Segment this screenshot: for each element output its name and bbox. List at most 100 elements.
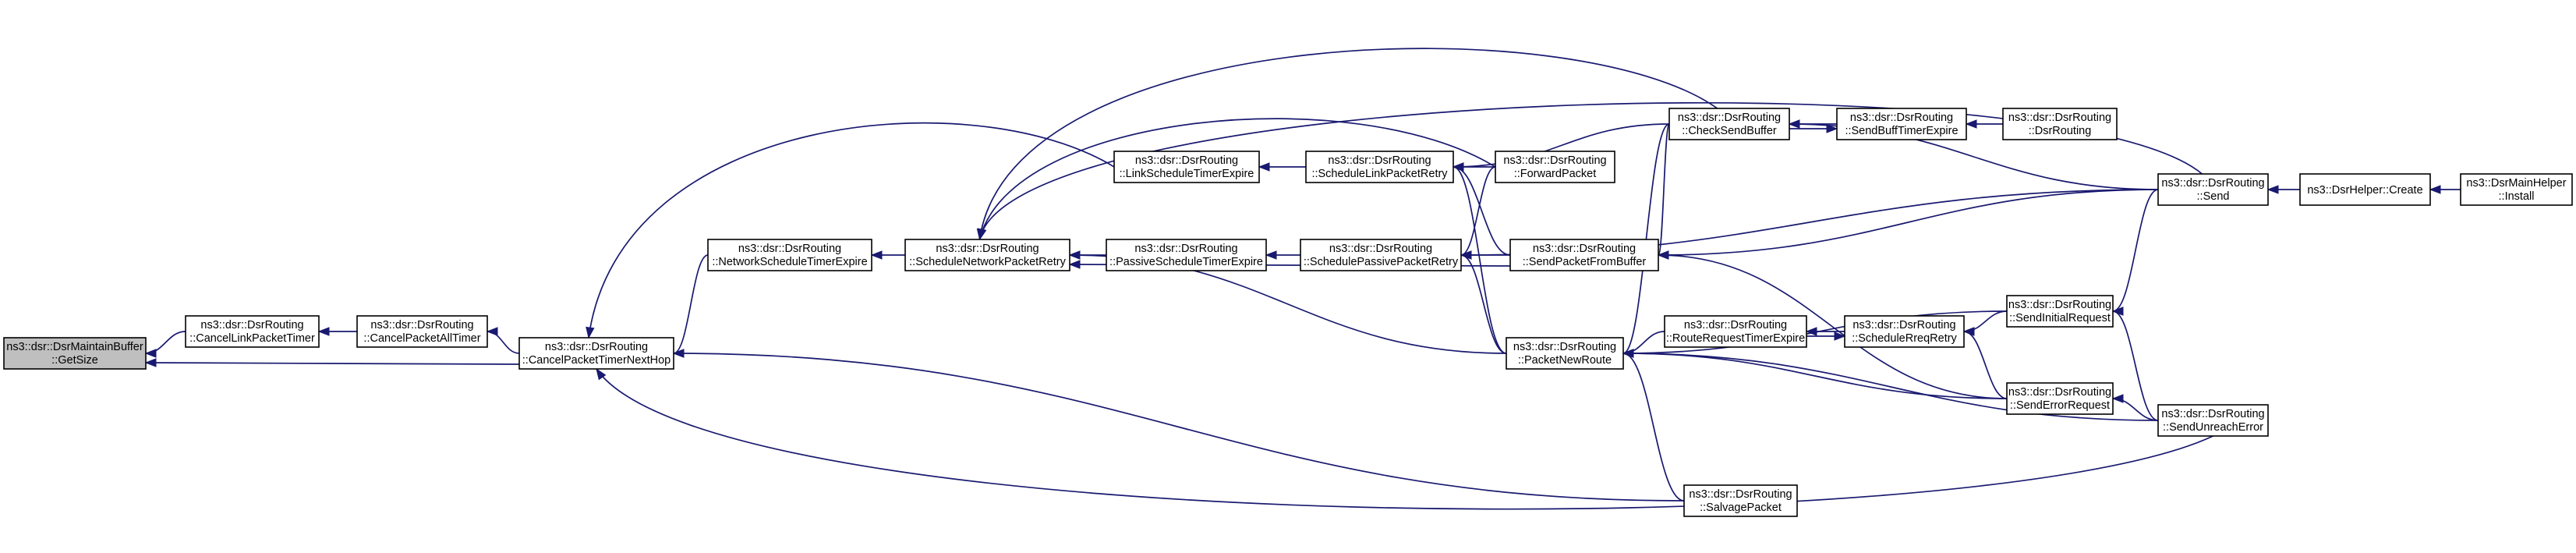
node-label: ::PassiveScheduleTimerExpire — [1109, 256, 1263, 268]
node-box — [2157, 173, 2269, 206]
node-label: ns3::dsr::DsrRouting — [738, 243, 841, 255]
node-box — [1683, 484, 1798, 517]
edge-salvagepacket-to-cancelnexthop — [672, 349, 1685, 502]
node-label: ns3::dsr::DsrRouting — [545, 341, 648, 353]
node-label: ns3::dsr::DsrRouting — [936, 243, 1039, 255]
node-box — [1300, 239, 1462, 271]
node-checksendbuffer[interactable]: ns3::dsr::DsrRouting::CheckSendBuffer — [1668, 108, 1790, 140]
node-netschedexpire[interactable]: ns3::dsr::DsrRouting::NetworkScheduleTim… — [707, 239, 872, 271]
node-passschedexpire[interactable]: ns3::dsr::DsrRouting::PassiveScheduleTim… — [1106, 239, 1267, 271]
node-box — [707, 239, 872, 271]
node-label: ns3::dsr::DsrRouting — [2008, 386, 2111, 399]
node-linkschedexpire[interactable]: ns3::dsr::DsrRouting::LinkScheduleTimerE… — [1113, 151, 1260, 183]
edge-checksendbuffer-to-schednetretry — [976, 48, 1718, 241]
node-label: ::CancelPacketAllTimer — [363, 332, 480, 345]
node-label: ns3::dsr::DsrRouting — [370, 319, 473, 331]
node-label: ns3::dsr::DsrRouting — [1689, 488, 1792, 501]
node-label: ns3::dsr::DsrRouting — [1503, 154, 1606, 167]
node-label: ::ForwardPacket — [1514, 168, 1597, 180]
node-label: ns3::dsr::DsrRouting — [2008, 299, 2111, 311]
node-box — [3, 337, 147, 370]
node-helpercreate[interactable]: ns3::DsrHelper::Create — [2299, 173, 2431, 206]
node-box — [1668, 108, 1790, 140]
node-box — [2006, 295, 2114, 328]
node-packetnewroute[interactable]: ns3::dsr::DsrRouting::PacketNewRoute — [1506, 337, 1624, 370]
node-label: ::ScheduleRreqRetry — [1852, 332, 1957, 345]
node-senderrorrequest[interactable]: ns3::dsr::DsrRouting::SendErrorRequest — [2006, 382, 2114, 415]
node-box — [1509, 239, 1659, 271]
node-cancelall[interactable]: ns3::dsr::DsrRouting::CancelPacketAllTim… — [356, 315, 488, 348]
node-label: ::CancelPacketTimerNextHop — [522, 354, 671, 367]
node-label: ::SendBuffTimerExpire — [1845, 125, 1958, 137]
node-box — [2299, 173, 2431, 206]
node-box — [1844, 315, 1965, 348]
node-box — [1836, 108, 1967, 140]
node-label: ::SchedulePassivePacketRetry — [1304, 256, 1459, 268]
node-getsize[interactable]: ns3::dsr::DsrMaintainBuffer::GetSize — [3, 337, 147, 370]
node-sendfrombuffer[interactable]: ns3::dsr::DsrRouting::SendPacketFromBuff… — [1509, 239, 1659, 271]
edge-checksendbuffer-to-sendbufftimerexpire — [1789, 124, 1838, 133]
node-label: ::ScheduleLinkPacketRetry — [1311, 168, 1448, 180]
node-label: ::LinkScheduleTimerExpire — [1120, 168, 1254, 180]
edge-schedlinkretry-to-linkschedexpire — [1258, 162, 1306, 172]
node-box — [1106, 239, 1267, 271]
node-routereqexpire[interactable]: ns3::dsr::DsrRouting::RouteRequestTimerE… — [1664, 315, 1807, 348]
node-label: ::Send — [2197, 190, 2230, 203]
edge-netschedexpire-to-cancelnexthop — [672, 254, 709, 358]
node-box — [2157, 404, 2269, 437]
edge-dsrrouting-to-sendbufftimerexpire — [1965, 119, 2003, 129]
node-label: ::SendUnreachError — [2163, 421, 2263, 434]
node-schedrreqretry[interactable]: ns3::dsr::DsrRouting::ScheduleRreqRetry — [1844, 315, 1965, 348]
node-mainhelperinstall[interactable]: ns3::DsrMainHelper::Install — [2460, 173, 2573, 206]
node-salvagepacket[interactable]: ns3::dsr::DsrRouting::SalvagePacket — [1683, 484, 1798, 517]
edge-cancellink-to-getsize — [144, 331, 186, 358]
edge-sendunreacherror-to-packetnewroute — [1622, 349, 2159, 421]
node-label: ns3::DsrHelper::Create — [2307, 184, 2422, 197]
node-cancellink[interactable]: ns3::dsr::DsrRouting::CancelLinkPacketTi… — [185, 315, 320, 348]
edge-cancelnexthop-to-getsize — [144, 358, 520, 367]
node-label: ns3::dsr::DsrRouting — [1513, 341, 1616, 353]
graph-nodes: ns3::dsr::DsrMaintainBuffer::GetSizens3:… — [3, 108, 2573, 517]
node-label: ns3::dsr::DsrRouting — [1533, 243, 1636, 255]
node-dsrrouting[interactable]: ns3::dsr::DsrRouting::DsrRouting — [2002, 108, 2118, 140]
node-label: ::SendPacketFromBuffer — [1523, 256, 1647, 268]
node-schedlinkretry[interactable]: ns3::dsr::DsrRouting::ScheduleLinkPacket… — [1305, 151, 1454, 183]
node-label: ns3::dsr::DsrRouting — [1135, 154, 1238, 167]
node-label: ::DsrRouting — [2029, 125, 2092, 137]
node-label: ns3::dsr::DsrRouting — [1850, 112, 1953, 124]
node-schednetretry[interactable]: ns3::dsr::DsrRouting::ScheduleNetworkPac… — [904, 239, 1070, 271]
edge-sendunreacherror-to-sendinitialrequest — [2111, 307, 2159, 421]
node-sendbufftimerexpire[interactable]: ns3::dsr::DsrRouting::SendBuffTimerExpir… — [1836, 108, 1967, 140]
node-label: ns3::dsr::DsrRouting — [1328, 154, 1431, 167]
node-box — [1495, 151, 1615, 183]
node-label: ns3::dsr::DsrRouting — [200, 319, 303, 331]
node-box — [2002, 108, 2118, 140]
node-label: ns3::dsr::DsrRouting — [1678, 112, 1781, 124]
node-label: ::NetworkScheduleTimerExpire — [712, 256, 867, 268]
node-label: ::SendErrorRequest — [2010, 399, 2110, 412]
edge-packetnewroute-to-schedlinkretry — [1452, 162, 1507, 354]
node-label: ::ScheduleNetworkPacketRetry — [909, 256, 1066, 268]
node-forwardpacket[interactable]: ns3::dsr::DsrRouting::ForwardPacket — [1495, 151, 1615, 183]
node-label: ::Install — [2499, 190, 2535, 203]
node-label: ::SendInitialRequest — [2009, 312, 2111, 324]
node-cancelnexthop[interactable]: ns3::dsr::DsrRouting::CancelPacketTimerN… — [518, 337, 674, 370]
edge-mainhelperinstall-to-helpercreate — [2429, 185, 2461, 194]
node-send[interactable]: ns3::dsr::DsrRouting::Send — [2157, 173, 2269, 206]
node-label: ns3::dsr::DsrRouting — [1134, 243, 1237, 255]
edge-senderrorrequest-to-sendfrombuffer — [1657, 250, 2008, 399]
node-label: ::RouteRequestTimerExpire — [1666, 332, 1805, 345]
node-label: ::PacketNewRoute — [1518, 354, 1612, 367]
node-label: ns3::dsr::DsrRouting — [2161, 177, 2264, 190]
node-label: ::GetSize — [51, 354, 98, 367]
node-box — [1506, 337, 1624, 370]
node-box — [1664, 315, 1807, 348]
node-box — [185, 315, 320, 348]
node-sendinitialrequest[interactable]: ns3::dsr::DsrRouting::SendInitialRequest — [2006, 295, 2114, 328]
node-sendunreacherror[interactable]: ns3::dsr::DsrRouting::SendUnreachError — [2157, 404, 2269, 437]
edge-cancelnexthop-to-cancelall — [486, 327, 520, 354]
edge-forwardpacket-to-schedpassretry — [1460, 166, 1496, 260]
node-label: ::SalvagePacket — [1700, 502, 1782, 514]
node-schedpassretry[interactable]: ns3::dsr::DsrRouting::SchedulePassivePac… — [1300, 239, 1462, 271]
node-label: ns3::dsr::DsrRouting — [1329, 243, 1432, 255]
